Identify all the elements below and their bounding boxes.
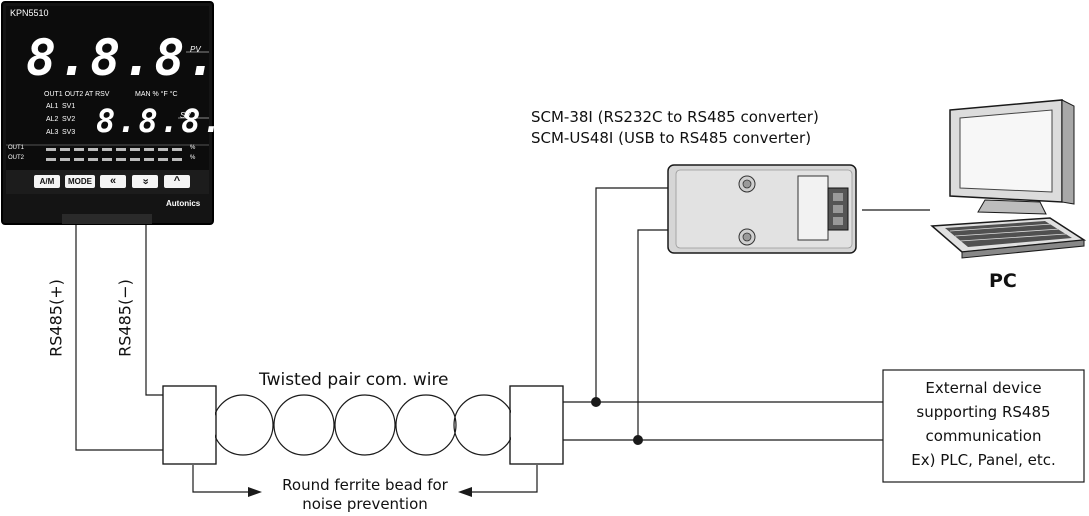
converter-label-line1: SCM-38I (RS232C to RS485 converter) [531, 108, 819, 126]
pc-illustration [930, 99, 1087, 259]
twisted-pair-label: Twisted pair com. wire [259, 370, 449, 390]
converter-label: SCM-38I (RS232C to RS485 converter) SCM-… [531, 107, 819, 149]
ferrite-label-line2: noise prevention [302, 495, 428, 513]
bar-label-out2: OUT2 [8, 155, 25, 161]
ferrite-arrows [192, 465, 538, 493]
brand-logo: Autonics [166, 199, 201, 208]
rs485-converter [667, 164, 857, 254]
arrow-head-right [248, 487, 262, 497]
external-device-box [882, 369, 1085, 483]
bar-label-out1: OUT1 [8, 145, 25, 151]
down-chevron-icon: » [139, 178, 152, 185]
external-device-label: External device supporting RS485 communi… [883, 376, 1084, 472]
pc-label: PC [989, 270, 1017, 292]
rs485-minus-label: RS485(−) [115, 279, 135, 357]
indicator-al2: AL2 [46, 116, 59, 123]
ferrite-bead-left-fill [164, 387, 215, 463]
indicator-sv2: SV2 [62, 116, 76, 123]
ferrite-bead-right-fill [511, 387, 562, 463]
indicator-sv3: SV3 [62, 129, 76, 136]
sv-display: 8.8.8.8 [96, 102, 245, 140]
indicator-al3: AL3 [46, 129, 59, 136]
rs485-plus-label: RS485(+) [46, 279, 66, 357]
mode-button[interactable]: MODE [65, 175, 95, 188]
indicator-sv1: SV1 [62, 103, 76, 110]
arrow-head-left [458, 487, 472, 497]
temperature-controller [1, 1, 214, 225]
status-row: OUT1 OUT2 AT RSV [44, 91, 110, 98]
indicator-al1: AL1 [46, 103, 59, 110]
bar-unit-2: % [190, 155, 196, 161]
controller-model: KPN5510 [10, 8, 49, 18]
shift-button[interactable]: « [100, 175, 126, 188]
junction-dot-plus [591, 397, 601, 407]
pv-label: PV [190, 45, 201, 54]
bar-unit-1: % [190, 145, 196, 151]
external-label-line3: communication [925, 427, 1042, 445]
external-label-line1: External device [925, 379, 1042, 397]
down-button[interactable]: » [132, 175, 158, 188]
converter-label-line2: SCM-US48I (USB to RS485 converter) [531, 129, 812, 147]
pv-display: 8.8.8.8 [26, 29, 251, 87]
external-label-line4: Ex) PLC, Panel, etc. [911, 451, 1056, 469]
ferrite-label-line1: Round ferrite bead for [282, 476, 448, 494]
sv-label: SV [180, 111, 191, 120]
junction-dot-minus [633, 435, 643, 445]
rs485-wires [75, 225, 163, 451]
rs485-bus [563, 187, 930, 441]
status-row-2: MAN % °F °C [135, 91, 178, 98]
bargraph-row-2 [46, 158, 182, 161]
ferrite-label: Round ferrite bead for noise prevention [265, 476, 465, 514]
external-label-line2: supporting RS485 [916, 403, 1051, 421]
twisted-pair-wire [212, 394, 515, 456]
am-button[interactable]: A/M [34, 175, 60, 188]
up-button[interactable]: ^ [164, 175, 190, 188]
bargraph-row-1 [46, 148, 182, 151]
